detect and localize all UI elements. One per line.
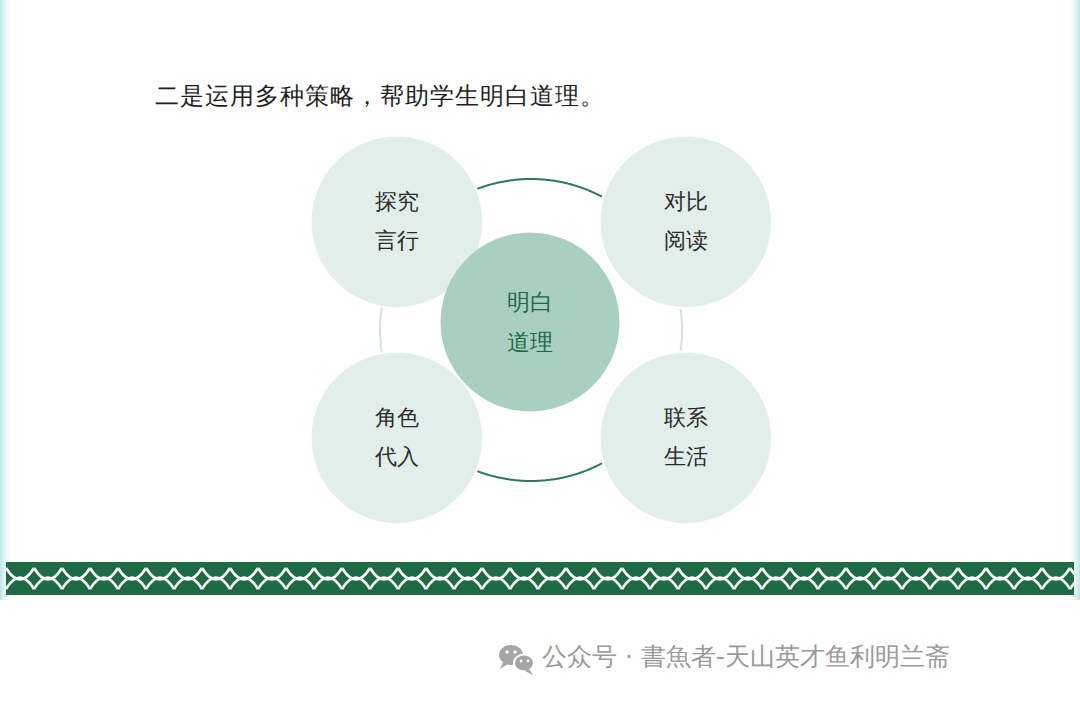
node-label: 联系 生活 xyxy=(657,399,714,476)
band-border xyxy=(6,593,1074,595)
ring-connector xyxy=(477,179,602,197)
node-label: 角色 代入 xyxy=(368,399,425,476)
pattern-band xyxy=(6,562,1074,595)
ring-connector xyxy=(477,463,602,481)
circle-fill xyxy=(601,353,772,524)
title: 二是运用多种策略，帮助学生明白道理。 xyxy=(155,80,605,112)
circle-shape xyxy=(600,352,772,524)
node-label: 对比 阅读 xyxy=(657,183,714,260)
watermark: 公众号 · 書魚者-天山英才鱼利明兰斋 xyxy=(542,640,950,673)
edge-tint xyxy=(0,0,14,600)
edge-tint xyxy=(1066,0,1080,600)
node-label: 探究 言行 xyxy=(368,183,425,260)
circle-shape xyxy=(440,232,620,412)
band-border xyxy=(6,562,1074,564)
circle-shape xyxy=(600,136,772,308)
ring-connector xyxy=(681,309,682,351)
ring-connector xyxy=(380,308,382,353)
center-circle: 明白 道理 xyxy=(440,232,620,412)
circle-fill xyxy=(312,353,483,524)
node-label: 明白 道理 xyxy=(500,282,560,363)
strategy-circle: 角色 代入 xyxy=(311,352,483,524)
wechat-icon xyxy=(499,645,534,675)
circle-fill xyxy=(601,137,772,308)
strategy-circle: 联系 生活 xyxy=(600,352,772,524)
strategy-circle: 对比 阅读 xyxy=(600,136,772,308)
circle-shape xyxy=(311,352,483,524)
circle-fill xyxy=(441,233,620,412)
